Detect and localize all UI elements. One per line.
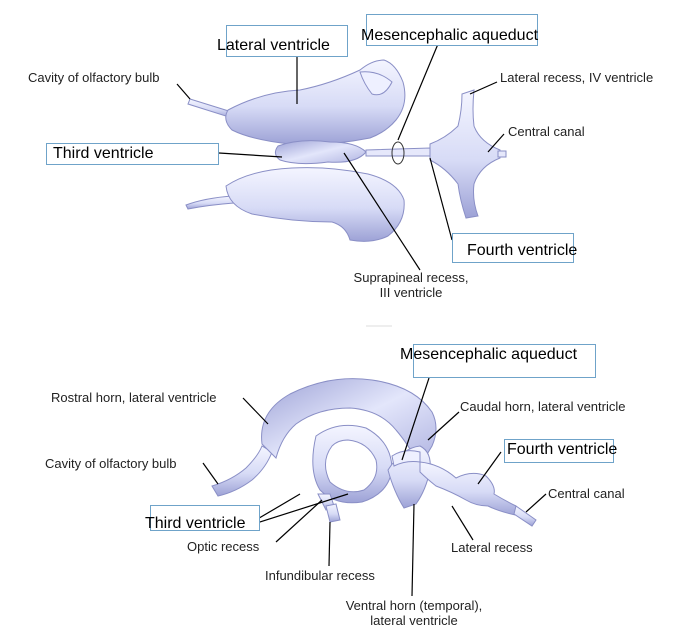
top-aqueduct — [365, 147, 431, 157]
top-fourth-ventricle — [429, 89, 501, 219]
top-olfactory-stalk-lower — [185, 195, 235, 210]
box-third-ventricle-bottom: Third ventricle — [145, 505, 260, 532]
box-mesencephalic-aqueduct-bottom: Mesencephalic aqueduct — [400, 344, 596, 378]
bottom-central-canal — [513, 505, 537, 527]
bottom-fourth-ventricle — [419, 461, 521, 517]
box-fourth-ventricle-top: Fourth ventricle — [452, 233, 577, 263]
label-suprapineal-recess-line1: Suprapineal recess, — [353, 270, 469, 285]
bottom-third-ventricle-ring — [312, 424, 393, 504]
bottom-olfactory-bulb — [211, 445, 273, 497]
box-fourth-ventricle-bottom: Fourth ventricle — [504, 439, 617, 463]
top-lateral-ventricle-lower — [225, 167, 405, 242]
top-diagram-shapes — [185, 59, 507, 242]
label-ventral-horn-line1: Ventral horn (temporal), — [345, 598, 483, 613]
top-central-canal — [497, 150, 507, 158]
top-third-ventricle — [274, 140, 367, 165]
label-cavity-olfactory-bulb-top: Cavity of olfactory bulb — [28, 70, 160, 85]
bottom-leader-lines — [202, 377, 547, 597]
label-suprapineal-recess: Suprapineal recess, III ventricle — [346, 270, 476, 300]
label-lateral-recess-iv-ventricle: Lateral recess, IV ventricle — [500, 70, 654, 85]
top-leader-lines — [176, 43, 505, 271]
bottom-lateral-ventricle-arch — [261, 378, 437, 468]
label-optic-recess: Optic recess — [187, 539, 260, 554]
bottom-infundibular-recess — [325, 503, 341, 523]
top-olfactory-stalk-upper — [187, 98, 233, 119]
label-cavity-olfactory-bulb-bottom: Cavity of olfactory bulb — [45, 456, 177, 471]
label-central-canal-bottom: Central canal — [548, 486, 625, 501]
label-ventral-horn-line2: lateral ventricle — [370, 613, 458, 628]
label-rostral-horn: Rostral horn, lateral ventricle — [51, 390, 217, 405]
label-lateral-recess: Lateral recess — [451, 540, 533, 555]
bottom-diagram-shapes — [211, 378, 537, 527]
label-ventral-horn: Ventral horn (temporal), lateral ventric… — [328, 598, 500, 628]
top-lateral-ventricle-upper — [225, 59, 406, 145]
box-lateral-ventricle-top: Lateral ventricle — [217, 25, 348, 57]
box-third-ventricle-top: Third ventricle — [46, 143, 219, 165]
label-suprapineal-recess-line2: III ventricle — [379, 285, 443, 300]
top-aqueduct-ring — [391, 141, 405, 165]
label-infundibular-recess: Infundibular recess — [265, 568, 375, 583]
label-central-canal-top: Central canal — [508, 124, 585, 139]
box-mesencephalic-aqueduct-top: Mesencephalic aqueduct — [361, 14, 538, 46]
label-caudal-horn: Caudal horn, lateral ventricle — [460, 399, 626, 414]
